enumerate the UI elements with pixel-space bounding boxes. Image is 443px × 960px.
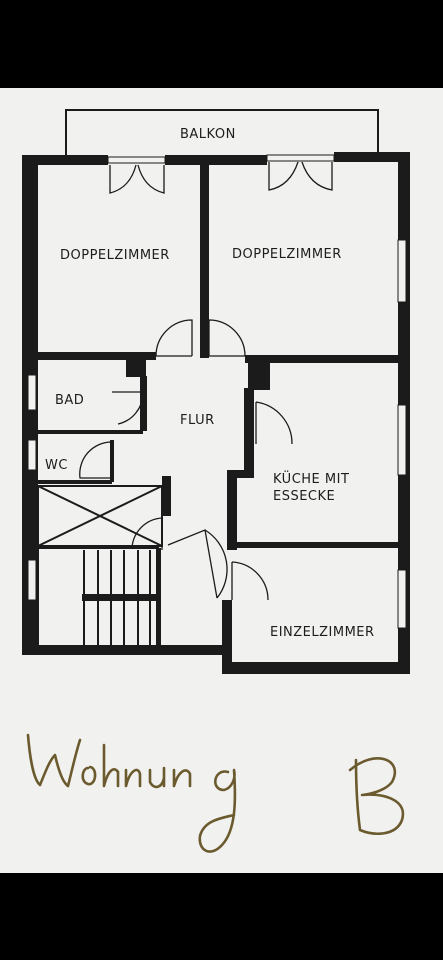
door-double-right [208,319,246,357]
balcony-door-right [266,154,335,162]
outer-wall-top-left [36,155,108,165]
window-left-bad [27,374,37,411]
door-kitchen [255,401,293,445]
window-right-2 [397,404,407,476]
door-bad [112,391,144,425]
wall-bad-bottom [37,430,143,434]
door-shaft [131,517,163,550]
wall-wc-bottom [38,480,112,484]
door-double-left [155,319,193,357]
balcony-door-left-swing [109,164,165,194]
balcony-outline [65,109,379,157]
label-doppelzimmer-right: DOPPELZIMMER [232,247,342,262]
stair-landing [82,594,160,601]
window-left-stair [27,559,37,601]
outer-wall-bottom-right [222,662,410,674]
label-wc: WC [45,458,68,473]
door-wc [79,441,113,479]
door-single-room [231,561,269,601]
wall-double-left-bottom [36,352,156,360]
window-left-wc [27,439,37,471]
wall-between-double-rooms [200,160,209,358]
outer-wall-top-middle [165,155,267,165]
wall-shaft-right [162,476,171,516]
wall-double-right-bottom [245,355,400,363]
wall-kitchen-left-lower [227,470,237,550]
label-kueche-line2: ESSECKE [273,489,335,504]
wall-bad-right [140,376,147,431]
wall-kitchen-step [227,470,252,478]
balcony-door-right-swing [268,161,333,191]
window-right-1 [397,239,407,303]
window-right-3 [397,569,407,629]
outer-wall-top-right [334,152,410,162]
stair-wall-right [156,548,161,646]
label-balkon: BALKON [180,127,236,142]
handwritten-caption [26,733,405,853]
outer-wall-step [222,600,232,674]
door-hall-entrance [167,529,228,599]
outer-wall-bottom-left [22,645,230,655]
label-einzelzimmer: EINZELZIMMER [270,625,375,640]
label-bad: BAD [55,393,84,408]
balcony-door-left [107,156,166,164]
wall-bad-right-top [126,357,146,377]
label-kueche-line1: KÜCHE MIT [273,470,349,487]
shaft-cross-2 [37,485,163,547]
wall-kitchen-left-top [248,360,270,390]
label-doppelzimmer-left: DOPPELZIMMER [60,248,170,263]
wall-kitchen-bottom [232,542,398,548]
label-flur: FLUR [180,413,215,428]
wall-kitchen-left [244,388,254,478]
